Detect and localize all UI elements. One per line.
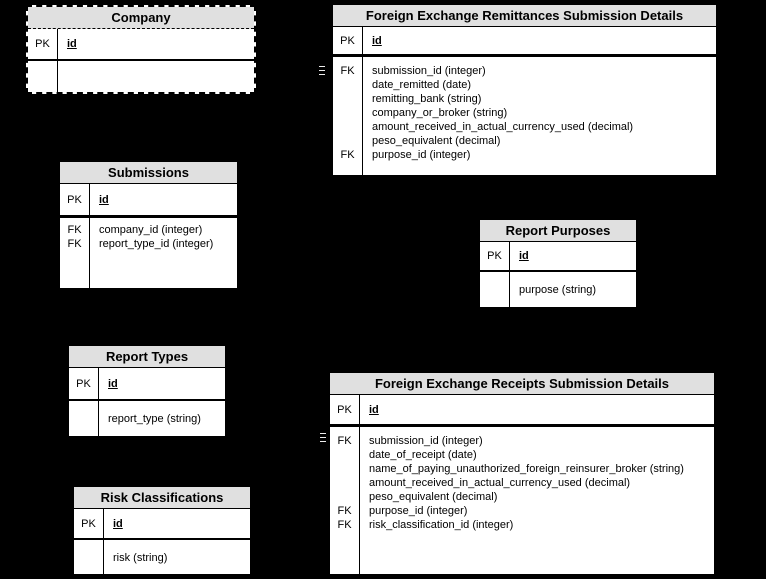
attr-key-column: FK FK FK (330, 427, 360, 574)
table-fx-remittances-submission-details: Foreign Exchange Remittances Submission … (331, 3, 718, 177)
attr-line: amount_received_in_actual_currency_used … (369, 477, 631, 489)
attr-key-column: FK FK (60, 218, 90, 288)
pk-field: id (519, 250, 529, 262)
fk-label (333, 78, 362, 92)
table-title: Report Types (69, 346, 225, 368)
fk-label: FK (340, 149, 355, 161)
table-title: Submissions (60, 162, 237, 184)
attr-value-column: report_type (string) (99, 401, 225, 436)
fk-label (333, 120, 362, 134)
pk-label: PK (330, 395, 360, 424)
fk-label: FK (340, 65, 355, 77)
table-submissions: Submissions PK id FK FK company_id (inte… (58, 160, 239, 290)
pk-label: PK (480, 242, 510, 270)
attr-line: risk (string) (113, 552, 168, 564)
attr-line: submission_id (integer) (372, 65, 486, 77)
pk-label: PK (333, 27, 363, 54)
attr-line: risk_classification_id (integer) (369, 519, 514, 531)
table-fx-receipts-submission-details: Foreign Exchange Receipts Submission Det… (328, 371, 716, 576)
fk-label: FK (67, 238, 82, 250)
pk-label: PK (69, 368, 99, 399)
table-report-types: Report Types PK id report_type (string) (67, 344, 227, 438)
table-risk-classifications: Risk Classifications PK id risk (string) (72, 485, 252, 576)
fk-label (330, 490, 359, 504)
attr-line: amount_received_in_actual_currency_used … (372, 121, 634, 133)
table-company: Company PK id (26, 5, 256, 94)
attr-line: purpose_id (integer) (369, 505, 468, 517)
attr-value-column: submission_id (integer) date_remitted (d… (363, 57, 716, 175)
fk-label: FK (337, 519, 352, 531)
table-title: Foreign Exchange Receipts Submission Det… (330, 373, 714, 395)
attr-line: date_remitted (date) (372, 79, 472, 91)
table-title: Company (28, 7, 254, 29)
pk-field: id (113, 517, 123, 530)
pk-field: id (67, 38, 77, 50)
attr-line: purpose_id (integer) (372, 149, 471, 161)
fk-label (330, 462, 359, 476)
table-title: Risk Classifications (74, 487, 250, 509)
attr-key-column (28, 61, 58, 92)
pk-field: id (372, 34, 382, 47)
attr-value-column: purpose (string) (510, 272, 636, 307)
fk-label (330, 476, 359, 490)
attr-key-column (480, 272, 510, 307)
attr-key-column (69, 401, 99, 436)
pk-field: id (369, 403, 379, 416)
fk-label (69, 412, 98, 426)
table-title: Report Purposes (480, 220, 636, 242)
attr-value-column (58, 61, 254, 92)
table-title: Foreign Exchange Remittances Submission … (333, 5, 716, 27)
pk-label: PK (28, 29, 58, 59)
attr-key-column (74, 540, 104, 574)
pk-label: PK (74, 509, 104, 538)
attr-line: peso_equivalent (decimal) (369, 491, 498, 503)
attr-line: company_id (integer) (99, 224, 203, 236)
attr-line: peso_equivalent (decimal) (372, 135, 501, 147)
fk-label (480, 283, 509, 297)
crowfoot-connector-icon (319, 66, 325, 75)
pk-label: PK (60, 184, 90, 215)
fk-label (330, 448, 359, 462)
attr-line: company_or_broker (string) (372, 107, 508, 119)
fk-label (74, 551, 103, 565)
pk-field: id (108, 377, 118, 390)
attr-value-column: risk (string) (104, 540, 250, 574)
attr-line: submission_id (integer) (369, 435, 483, 447)
attr-line: remitting_bank (string) (372, 93, 482, 105)
fk-label (333, 106, 362, 120)
fk-label: FK (337, 435, 352, 447)
attr-line: report_type_id (integer) (99, 238, 214, 250)
attr-line: date_of_receipt (date) (369, 449, 477, 461)
fk-label (333, 92, 362, 106)
crowfoot-connector-icon (320, 433, 326, 442)
attr-line: report_type (string) (108, 413, 201, 425)
pk-field: id (99, 193, 109, 206)
attr-value-column: submission_id (integer) date_of_receipt … (360, 427, 714, 574)
attr-value-column: company_id (integer) report_type_id (int… (90, 218, 237, 288)
fk-label: FK (67, 224, 82, 236)
fk-label (333, 134, 362, 148)
attr-key-column: FK FK (333, 57, 363, 175)
attr-line: name_of_paying_unauthorized_foreign_rein… (369, 463, 684, 475)
attr-line: purpose (string) (519, 284, 597, 296)
fk-label: FK (337, 505, 352, 517)
table-report-purposes: Report Purposes PK id purpose (string) (478, 218, 638, 309)
